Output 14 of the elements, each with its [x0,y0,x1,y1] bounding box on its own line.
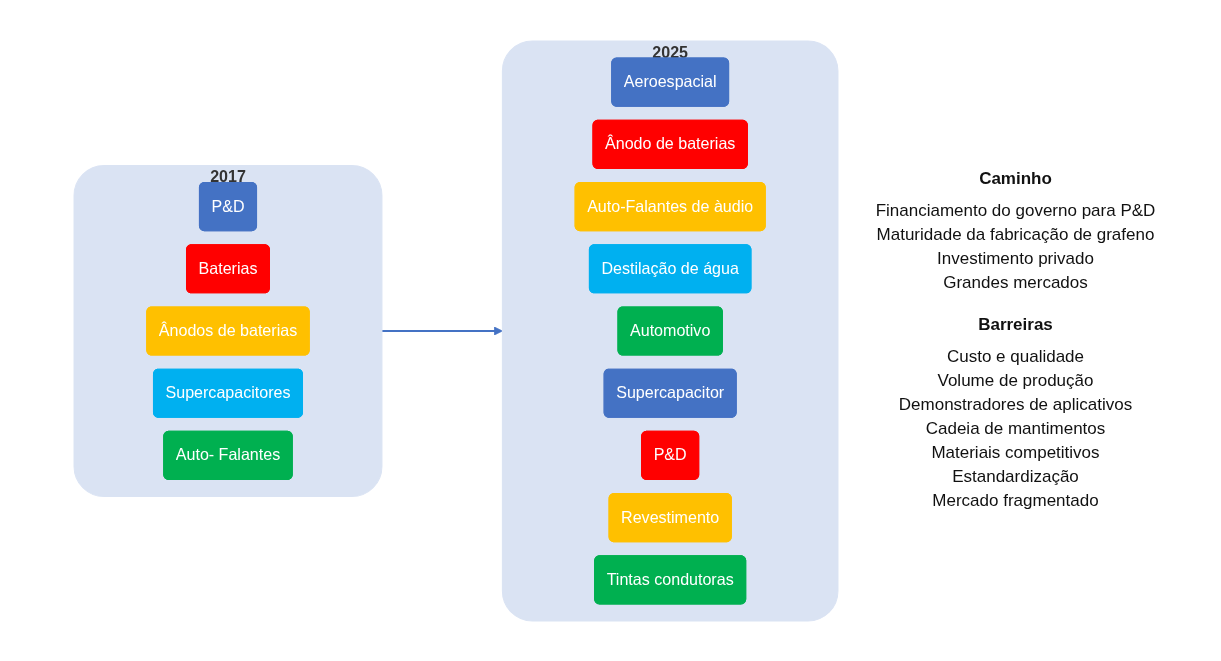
list-item: Maturidade da fabricação de grafeno [876,224,1155,245]
list-item: Investimento privado [937,248,1094,269]
list-item: Demonstradores de aplicativos [898,394,1133,415]
section-heading: Caminho [979,168,1052,189]
list-item: Mercado fragmentado [932,490,1099,511]
list-item: Grandes mercados [943,272,1088,293]
list-item: Materiais competitivos [931,442,1100,463]
list-item: Estandardização [952,466,1079,487]
list-item: Volume de produção [937,370,1094,391]
list-item: Cadeia de mantimentos [925,418,1106,439]
arrow [381,326,503,335]
section-heading: Barreiras [978,314,1053,335]
list-item: Custo e qualidade [946,346,1084,367]
list-item: Financiamento do governo para P&D [875,200,1156,221]
